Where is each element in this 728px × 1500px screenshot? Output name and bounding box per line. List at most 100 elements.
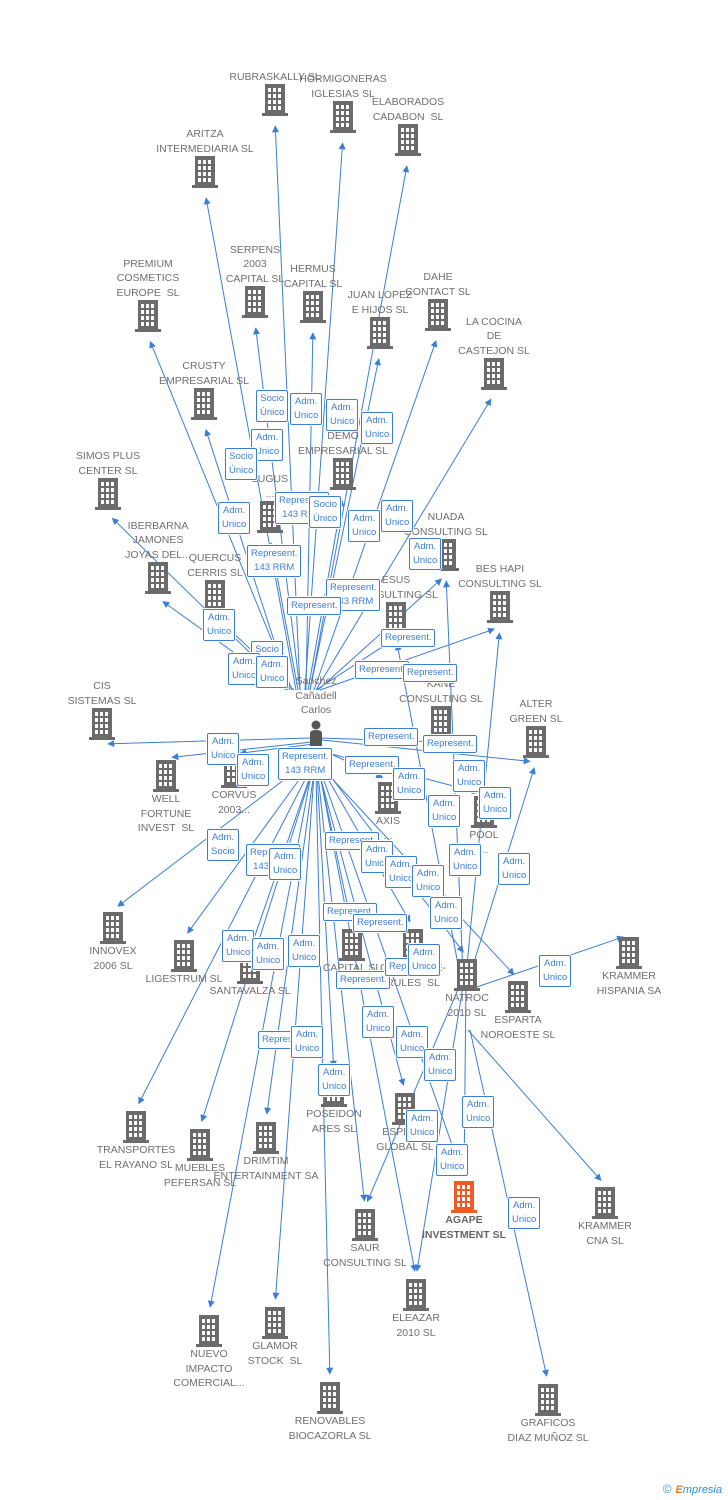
relation-badge[interactable]: Adm. Unico xyxy=(428,795,461,827)
company-label: ELABORADOS CADABON SL xyxy=(371,96,445,123)
company-node-krammerh[interactable]: KRAMMER HISPANIA SA xyxy=(564,937,694,998)
company-node-hormigoneras[interactable]: HORMIGONERAS IGLESIAS SL xyxy=(278,72,408,133)
company-node-dahe[interactable]: DAHE CONTACT SL xyxy=(373,270,503,331)
relation-badge[interactable]: Adm. Unico xyxy=(462,1096,495,1128)
company-node-serpens[interactable]: SERPENS 2003 CAPITAL SL xyxy=(190,243,320,318)
building-icon xyxy=(454,959,480,991)
relation-badge[interactable]: Adm. Unico xyxy=(396,1026,429,1058)
relation-badge[interactable]: Adm. Unico xyxy=(393,768,426,800)
building-icon xyxy=(187,1129,213,1161)
company-node-demo[interactable]: DEMO EMPRESARIAL SL xyxy=(278,429,408,490)
company-node-altergreen[interactable]: ALTER GREEN SL xyxy=(471,697,601,758)
relation-badge[interactable]: Adm. Unico xyxy=(218,502,251,534)
relation-badge[interactable]: Represent. xyxy=(355,661,410,679)
company-node-rubraskally[interactable]: RUBRASKALLY SL xyxy=(210,70,340,116)
company-node-krammercna[interactable]: KRAMMER CNA SL xyxy=(540,1187,670,1248)
relation-badge[interactable]: Represent. 143 RRM xyxy=(278,748,333,780)
company-node-hermus[interactable]: HERMUS CAPITAL SL xyxy=(248,262,378,323)
company-node-wellfortune[interactable]: WELL FORTUNE INVEST SL xyxy=(101,760,231,836)
relation-badge[interactable]: Represent. xyxy=(364,728,419,746)
company-label: ALTER GREEN SL xyxy=(509,698,563,725)
relation-badge[interactable]: Adm. Unico xyxy=(207,733,240,765)
relation-badge[interactable]: Adm. Unico xyxy=(237,754,270,786)
relation-badge[interactable]: Adm. Unico xyxy=(449,844,482,876)
relation-badge[interactable]: Adm. Unico xyxy=(453,760,486,792)
relation-badge[interactable]: Adm. Unico xyxy=(409,538,442,570)
relation-badge[interactable]: Adm. Unico xyxy=(288,935,321,967)
relation-badge[interactable]: Adm. Unico xyxy=(361,412,394,444)
relation-badge[interactable]: Represent. xyxy=(403,664,458,682)
relation-badge[interactable]: Adm. Unico xyxy=(348,510,381,542)
relation-badge[interactable]: Adm. Socio xyxy=(207,829,239,861)
relation-badge[interactable]: Adm. Unico xyxy=(408,944,441,976)
company-node-cis[interactable]: CIS SISTEMAS SL xyxy=(37,679,167,740)
company-node-ligestrum[interactable]: LIGESTRUM SL xyxy=(119,940,249,987)
company-node-transportes[interactable]: TRANSPORTES EL RAYANO SL xyxy=(71,1111,201,1172)
company-node-iberbarna[interactable]: IBERBARNA JAMONES JOYAS DEL... xyxy=(93,519,223,594)
relation-edge xyxy=(315,398,492,691)
building-icon xyxy=(202,580,228,612)
company-node-eleazar[interactable]: ELEAZAR 2010 SL xyxy=(351,1279,481,1340)
relation-badge[interactable]: Adm. Unico xyxy=(424,1049,457,1081)
relation-badge[interactable]: Represent. 143 RRM xyxy=(247,545,302,577)
relation-badge[interactable]: Adm. Unico xyxy=(228,653,261,685)
relation-badge[interactable]: Represent. xyxy=(345,756,400,774)
relation-badge[interactable]: Adm. Unico xyxy=(412,865,445,897)
relation-badge[interactable]: Adm. Unico xyxy=(362,1006,395,1038)
relation-badge[interactable]: Represent. xyxy=(287,597,342,615)
relation-badge[interactable]: Socio Único xyxy=(225,448,258,480)
relation-badge[interactable]: Socio Único xyxy=(309,496,342,528)
company-node-esus[interactable]: ESUS CONSULTING SL xyxy=(331,573,461,634)
company-node-simos[interactable]: SIMOS PLUS CENTER SL xyxy=(43,449,173,510)
company-node-juanlopez[interactable]: JUAN LOPEZ E HIJOS SL xyxy=(315,288,445,349)
relation-badge[interactable]: Adm. Unico xyxy=(256,656,289,688)
company-node-natroc[interactable]: NATROC 2010 SL xyxy=(402,959,532,1020)
relation-badge[interactable]: Represent. xyxy=(423,735,478,753)
company-node-lacocina[interactable]: LA COCINA DE CASTEJON SL xyxy=(429,315,559,390)
relation-badge[interactable]: Adm. Unico xyxy=(252,938,285,970)
company-node-agape[interactable]: AGAPE INVESTMENT SL xyxy=(399,1181,529,1242)
company-node-elaborados[interactable]: ELABORADOS CADABON SL xyxy=(343,95,473,156)
relation-badge[interactable]: Adm. Unico xyxy=(291,1026,324,1058)
relation-badge[interactable]: Socio Único xyxy=(256,390,289,422)
relation-badge[interactable]: Adm. Unico xyxy=(508,1197,541,1229)
relation-badge[interactable]: Adm. Unico xyxy=(430,897,463,929)
relation-badge[interactable]: Adm. Unico xyxy=(539,955,572,987)
relation-badge[interactable]: Adm. Unico xyxy=(203,609,236,641)
relation-badge[interactable]: Adm. Unico xyxy=(498,853,531,885)
company-node-quercus[interactable]: QUERCUS CERRIS SL xyxy=(150,551,280,612)
company-node-esparta[interactable]: ESPARTA NOROESTE SL xyxy=(453,981,583,1042)
company-node-innovex[interactable]: INNOVEX 2006 SL xyxy=(48,912,178,973)
company-node-crusty[interactable]: CRUSTY EMPRESARIAL SL xyxy=(139,359,269,420)
relation-badge[interactable]: Adm. Unico xyxy=(222,930,255,962)
company-node-muebles[interactable]: MUEBLES PEFERSAN SL xyxy=(135,1129,265,1190)
company-node-graficos[interactable]: GRAFICOS DIAZ MUÑOZ SL xyxy=(483,1384,613,1445)
relation-badge[interactable]: Adm. Unico xyxy=(381,500,414,532)
relation-badge[interactable]: Adm. Unico xyxy=(406,1110,439,1142)
company-node-saur[interactable]: SAUR CONSULTING SL xyxy=(300,1209,430,1270)
relation-badge[interactable]: Represent. xyxy=(353,914,408,932)
building-icon xyxy=(300,291,326,323)
company-node-beshapi[interactable]: BES HAPI CONSULTING SL xyxy=(435,562,565,623)
building-icon xyxy=(367,317,393,349)
relation-edge xyxy=(467,1029,602,1182)
relation-badge[interactable]: Represent. xyxy=(336,971,391,989)
relation-badge[interactable]: Adm. Unico xyxy=(269,848,302,880)
relation-badge[interactable]: Adm. Unico xyxy=(436,1144,469,1176)
company-node-glamor[interactable]: GLAMOR STOCK SL xyxy=(210,1307,340,1368)
company-node-renovables[interactable]: RENOVABLES BIOCAZORLA SL xyxy=(265,1382,395,1443)
company-node-premium[interactable]: PREMIUM COSMETICS EUROPE SL xyxy=(83,257,213,332)
building-icon xyxy=(425,299,451,331)
company-label: HERMUS CAPITAL SL xyxy=(283,263,343,290)
building-icon xyxy=(153,760,179,792)
relation-badge[interactable]: Adm. Unico xyxy=(479,787,512,819)
company-node-nuevo[interactable]: NUEVO IMPACTO COMERCIAL... xyxy=(144,1315,274,1391)
relation-badge[interactable]: Adm. Unico xyxy=(318,1064,351,1096)
person-node[interactable]: Sanchez Cañadell Carlos xyxy=(261,674,371,746)
company-node-drimtim[interactable]: DRIMTIM ENTERTAINMENT SA xyxy=(201,1122,331,1183)
relation-badge[interactable]: Represent. xyxy=(381,629,436,647)
company-node-aritza[interactable]: ARITZA INTERMEDIARIA SL xyxy=(140,127,270,188)
relation-badge[interactable]: Adm. Unico xyxy=(290,393,323,425)
building-icon xyxy=(317,1382,343,1414)
relation-badge[interactable]: Adm. Unico xyxy=(326,399,359,431)
